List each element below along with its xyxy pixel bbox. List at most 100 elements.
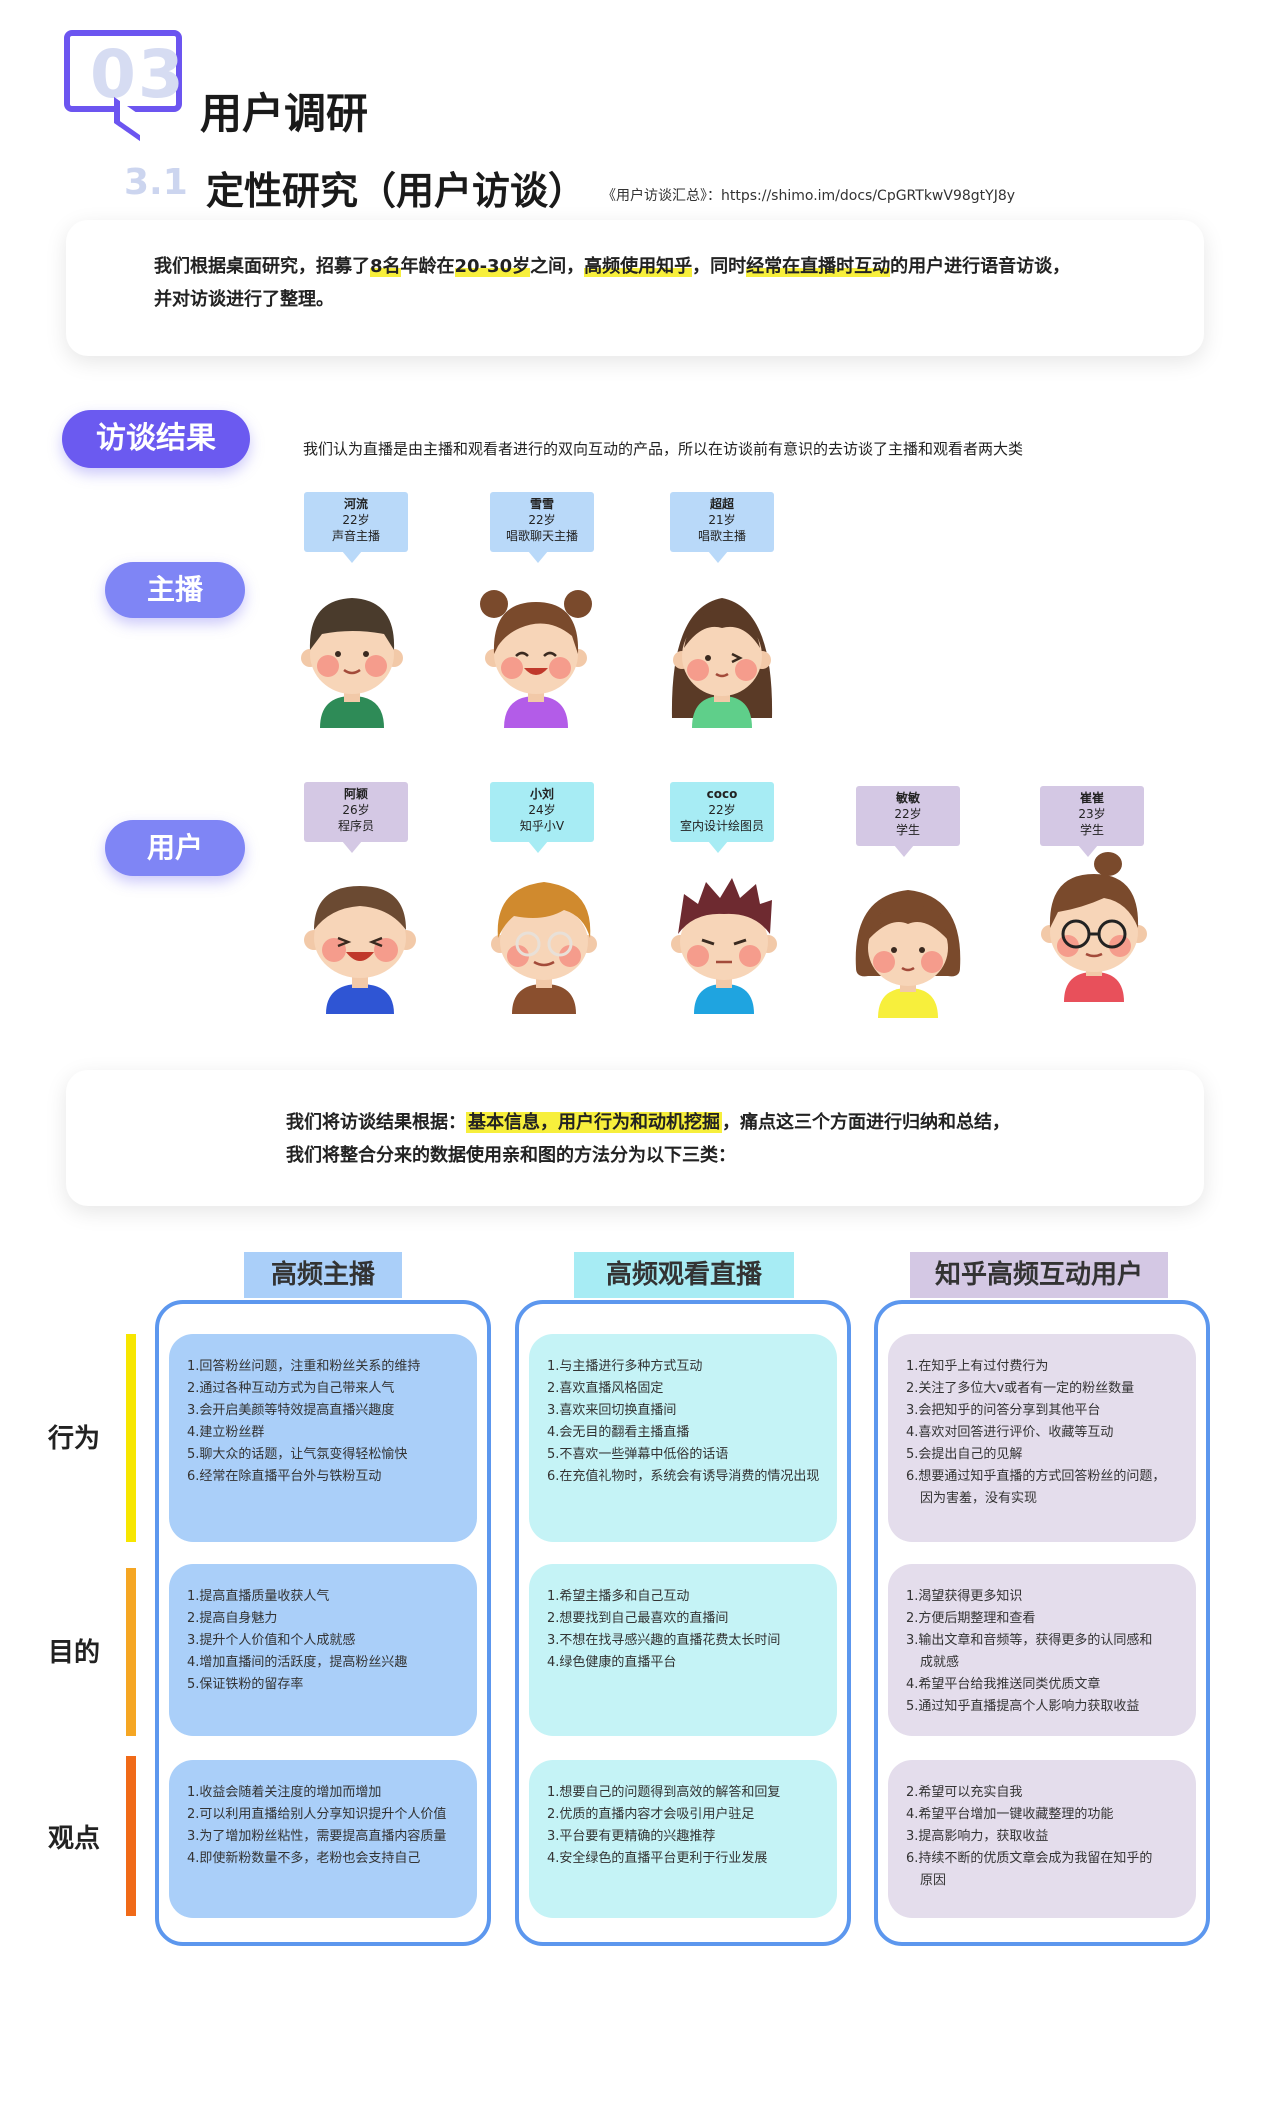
list-item: 3.不想在找寻感兴趣的直播花费太长时间 <box>547 1633 781 1648</box>
list-item: 5.聊大众的话题，让气氛变得轻松愉快 <box>187 1447 408 1462</box>
row-label-purpose: 目的 <box>48 1638 101 1668</box>
list-item: 因为害羞，没有实现 <box>920 1491 1038 1506</box>
list-item: 1.渴望获得更多知识 <box>906 1589 1023 1604</box>
person-age: 22岁 <box>894 807 922 821</box>
intro-text-part: 年龄在 <box>400 256 455 277</box>
list-item: 3.为了增加粉丝粘性，需要提高直播内容质量 <box>187 1829 447 1844</box>
list-item: 3.输出文章和音频等，获得更多的认同感和 <box>906 1633 1153 1648</box>
person-age: 22岁 <box>342 513 370 527</box>
list-item: 4.希望平台给我推送同类优质文章 <box>906 1677 1101 1692</box>
row-bar-behavior <box>126 1334 136 1542</box>
column-title-viewers: 高频观看直播 <box>574 1252 794 1298</box>
results-description: 我们认为直播是由主播和观看者进行的双向互动的产品，所以在访谈前有意识的去访谈了主… <box>303 440 1024 458</box>
hosts-label: 主播 <box>105 562 245 618</box>
subsection-number: 3.1 <box>124 162 188 203</box>
list-item: 4.建立粉丝群 <box>187 1425 265 1440</box>
list-item: 3.提高影响力，获取收益 <box>906 1829 1049 1844</box>
person-name: 河流 <box>343 497 368 511</box>
list-item: 2.想要找到自己最喜欢的直播间 <box>547 1611 729 1626</box>
list-item: 2.方便后期整理和查看 <box>906 1611 1036 1626</box>
intro-text-part: ，同时 <box>692 256 747 277</box>
host-bubble: 雪雪 22岁 唱歌聊天主播 <box>490 492 594 563</box>
host-bubble: 河流 22岁 声音主播 <box>304 492 408 563</box>
subsection-title: 定性研究（用户访谈） <box>206 169 587 213</box>
avatar-user-cuicui <box>1041 852 1147 1002</box>
intro-text: 我们根据桌面研究，招募了8名年龄在20-30岁之间，高频使用知乎，同时经常在直播… <box>154 250 1154 316</box>
section-number: 03 <box>90 36 186 113</box>
list-item: 2.提高自身魅力 <box>187 1611 278 1626</box>
list-item: 5.保证铁粉的留存率 <box>187 1677 304 1692</box>
users-label: 用户 <box>105 820 245 876</box>
list-item: 2.关注了多位大v或者有一定的粉丝数量 <box>906 1381 1135 1396</box>
column-title-hosts: 高频主播 <box>244 1252 402 1298</box>
person-name: 敏敏 <box>895 791 920 805</box>
list-item: 4.增加直播间的活跃度，提高粉丝兴趣 <box>187 1655 408 1670</box>
host-bubble: 超超 21岁 唱歌主播 <box>670 492 774 563</box>
intro-text-part: 的用户进行语音访谈， <box>890 256 1071 277</box>
list-item: 6.想要通过知乎直播的方式回答粉丝的问题， <box>906 1469 1166 1484</box>
intro-highlight: 高频使用知乎 <box>584 256 693 277</box>
person-name: coco <box>706 787 738 801</box>
user-bubble: 阿颖 26岁 程序员 <box>304 782 408 853</box>
list-item: 5.会提出自己的见解 <box>906 1447 1023 1462</box>
person-age: 22岁 <box>528 513 556 527</box>
list-item: 4.安全绿色的直播平台更利于行业发展 <box>547 1851 768 1866</box>
user-bubble: coco 22岁 室内设计绘图员 <box>670 782 774 853</box>
list-item: 2.希望可以充实自我 <box>906 1785 1023 1800</box>
row-label-opinion: 观点 <box>48 1824 101 1854</box>
person-role: 唱歌聊天主播 <box>505 529 578 543</box>
row-bar-purpose <box>126 1568 136 1736</box>
avatar-host-xuexue <box>480 590 592 728</box>
person-role: 程序员 <box>337 819 374 833</box>
row-bar-opinion <box>126 1756 136 1916</box>
intro-highlight: 经常在直播时互动 <box>746 256 891 277</box>
results-label: 访谈结果 <box>62 410 250 468</box>
list-item: 4.即使新粉数量不多，老粉也会支持自己 <box>187 1851 421 1866</box>
list-item: 4.会无目的翻看主播直播 <box>547 1425 690 1440</box>
intro-highlight: 20-30岁 <box>454 256 531 277</box>
person-age: 23岁 <box>1078 807 1106 821</box>
person-name: 超超 <box>709 497 734 511</box>
user-bubble: 小刘 24岁 知乎小V <box>490 782 594 853</box>
person-role: 知乎小V <box>519 819 565 833</box>
summary-text-part: ，痛点这三个方面进行归纳和总结， <box>722 1112 1010 1133</box>
interview-doc-link[interactable]: 《用户访谈汇总》：https://shimo.im/docs/CpGRTkwV9… <box>602 188 1016 204</box>
list-item: 3.会开启美颜等特效提高直播兴趣度 <box>187 1403 395 1418</box>
list-item: 3.喜欢来回切换直播间 <box>547 1403 677 1418</box>
list-item: 4.绿色健康的直播平台 <box>547 1655 677 1670</box>
list-item: 4.喜欢对回答进行评价、收藏等互动 <box>906 1425 1114 1440</box>
list-item: 1.提高直播质量收获人气 <box>187 1589 330 1604</box>
person-name: 小刘 <box>529 787 554 801</box>
person-age: 21岁 <box>708 513 736 527</box>
list-item: 5.通过知乎直播提高个人影响力获取收益 <box>906 1699 1140 1714</box>
list-item: 5.不喜欢一些弹幕中低俗的话语 <box>547 1447 729 1462</box>
list-item: 6.持续不断的优质文章会成为我留在知乎的 <box>906 1851 1153 1866</box>
list-item: 成就感 <box>920 1655 960 1670</box>
list-item: 1.想要自己的问题得到高效的解答和回复 <box>547 1785 781 1800</box>
summary-highlight: 基本信息，用户行为和动机挖掘 <box>466 1112 722 1133</box>
avatar-user-minmin <box>855 890 961 1018</box>
avatar-user-coco <box>671 878 777 1014</box>
intro-text-part: 之间， <box>530 256 585 277</box>
cell-viewers-behavior: 1.与主播进行多种方式互动 2.喜欢直播风格固定 3.喜欢来回切换直播间 4.会无目的… <box>529 1334 837 1542</box>
intro-card: 我们根据桌面研究，招募了8名年龄在20-30岁之间，高频使用知乎，同时经常在直播… <box>66 220 1204 356</box>
list-item: 4.希望平台增加一键收藏整理的功能 <box>906 1807 1114 1822</box>
column-title-zhihu-users: 知乎高频互动用户 <box>910 1252 1168 1298</box>
summary-text-part: 我们将整合分来的数据使用亲和图的方法分为以下三类： <box>286 1145 736 1166</box>
list-item: 1.希望主播多和自己互动 <box>547 1589 690 1604</box>
avatar-host-chaochao <box>671 598 773 728</box>
summary-text: 我们将访谈结果根据：基本信息，用户行为和动机挖掘，痛点这三个方面进行归纳和总结，… <box>286 1106 1086 1172</box>
list-item: 1.与主播进行多种方式互动 <box>547 1359 703 1374</box>
person-name: 雪雪 <box>529 497 554 511</box>
list-item: 2.喜欢直播风格固定 <box>547 1381 664 1396</box>
cell-viewers-purpose: 1.希望主播多和自己互动 2.想要找到自己最喜欢的直播间 3.不想在找寻感兴趣的直播… <box>529 1564 837 1736</box>
cell-zhihu-purpose: 1.渴望获得更多知识 2.方便后期整理和查看 3.输出文章和音频等，获得更多的认同感… <box>888 1564 1196 1736</box>
list-item: 1.收益会随着关注度的增加而增加 <box>187 1785 382 1800</box>
list-item: 原因 <box>920 1873 947 1888</box>
list-item: 1.回答粉丝问题，注重和粉丝关系的维持 <box>187 1359 421 1374</box>
person-name: 阿颖 <box>343 787 368 801</box>
person-role: 唱歌主播 <box>697 529 746 543</box>
